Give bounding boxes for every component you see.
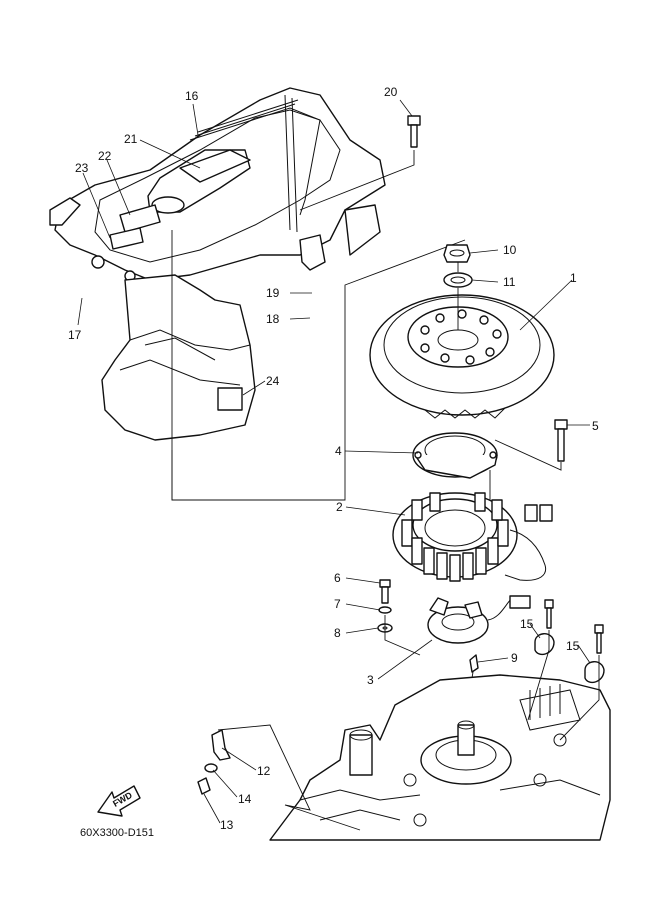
flywheel-washer: [443, 272, 473, 288]
stator-connector: [524, 504, 553, 522]
bolt-20: [407, 115, 421, 148]
callout-23: 23: [75, 161, 89, 175]
label-24: [217, 387, 243, 411]
callout-13: 13: [220, 818, 234, 832]
callout-8: 8: [334, 626, 341, 640]
warning-label-22: [119, 204, 161, 233]
warning-label-23: [109, 227, 144, 250]
flywheel-nut: [443, 244, 471, 263]
callout-6: 6: [334, 571, 341, 585]
screw-13: [197, 777, 211, 795]
callout-15-left: 15: [520, 617, 534, 631]
callout-5: 5: [592, 419, 599, 433]
callout-19: 19: [266, 286, 280, 300]
callout-14: 14: [238, 792, 252, 806]
callout-4: 4: [335, 444, 342, 458]
flywheel-rotor: [369, 294, 555, 419]
callout-24: 24: [266, 374, 280, 388]
callout-15-right: 15: [566, 639, 580, 653]
callout-17: 17: [68, 328, 82, 342]
callout-20: 20: [384, 85, 398, 99]
lock-washer-7: [378, 606, 392, 614]
callout-2: 2: [336, 500, 343, 514]
callout-leaders: [77, 99, 591, 824]
engine-block: [269, 674, 611, 841]
washer-14: [204, 763, 218, 773]
wire-clamp-right: [584, 624, 605, 684]
rotor-bolt-holes: [420, 309, 502, 365]
callout-7: 7: [334, 597, 341, 611]
callout-9: 9: [511, 651, 518, 665]
lower-cover: [101, 274, 256, 441]
callout-3: 3: [367, 673, 374, 687]
stator-windings: [401, 492, 509, 582]
forward-arrow-icon: FWD: [97, 785, 141, 817]
wire-clamp-left: [534, 599, 555, 656]
stator-coil-assembly: [392, 492, 553, 582]
pulser-coil: [427, 595, 531, 644]
callout-21: 21: [124, 132, 138, 146]
callout-1: 1: [570, 271, 577, 285]
callout-12: 12: [257, 764, 271, 778]
woodruff-key: [469, 654, 479, 673]
callout-22: 22: [98, 149, 112, 163]
flywheel-cover: [49, 87, 386, 282]
bracket-12: [211, 729, 231, 761]
callout-11: 11: [503, 275, 516, 289]
stator-base-plate: [412, 432, 498, 479]
screw-6: [379, 579, 391, 604]
diagram-code: 60X3300-D151: [80, 827, 154, 839]
callout-18: 18: [266, 312, 280, 326]
callout-16: 16: [185, 89, 199, 103]
callout-10: 10: [503, 243, 517, 257]
bolt-5: [554, 419, 568, 462]
